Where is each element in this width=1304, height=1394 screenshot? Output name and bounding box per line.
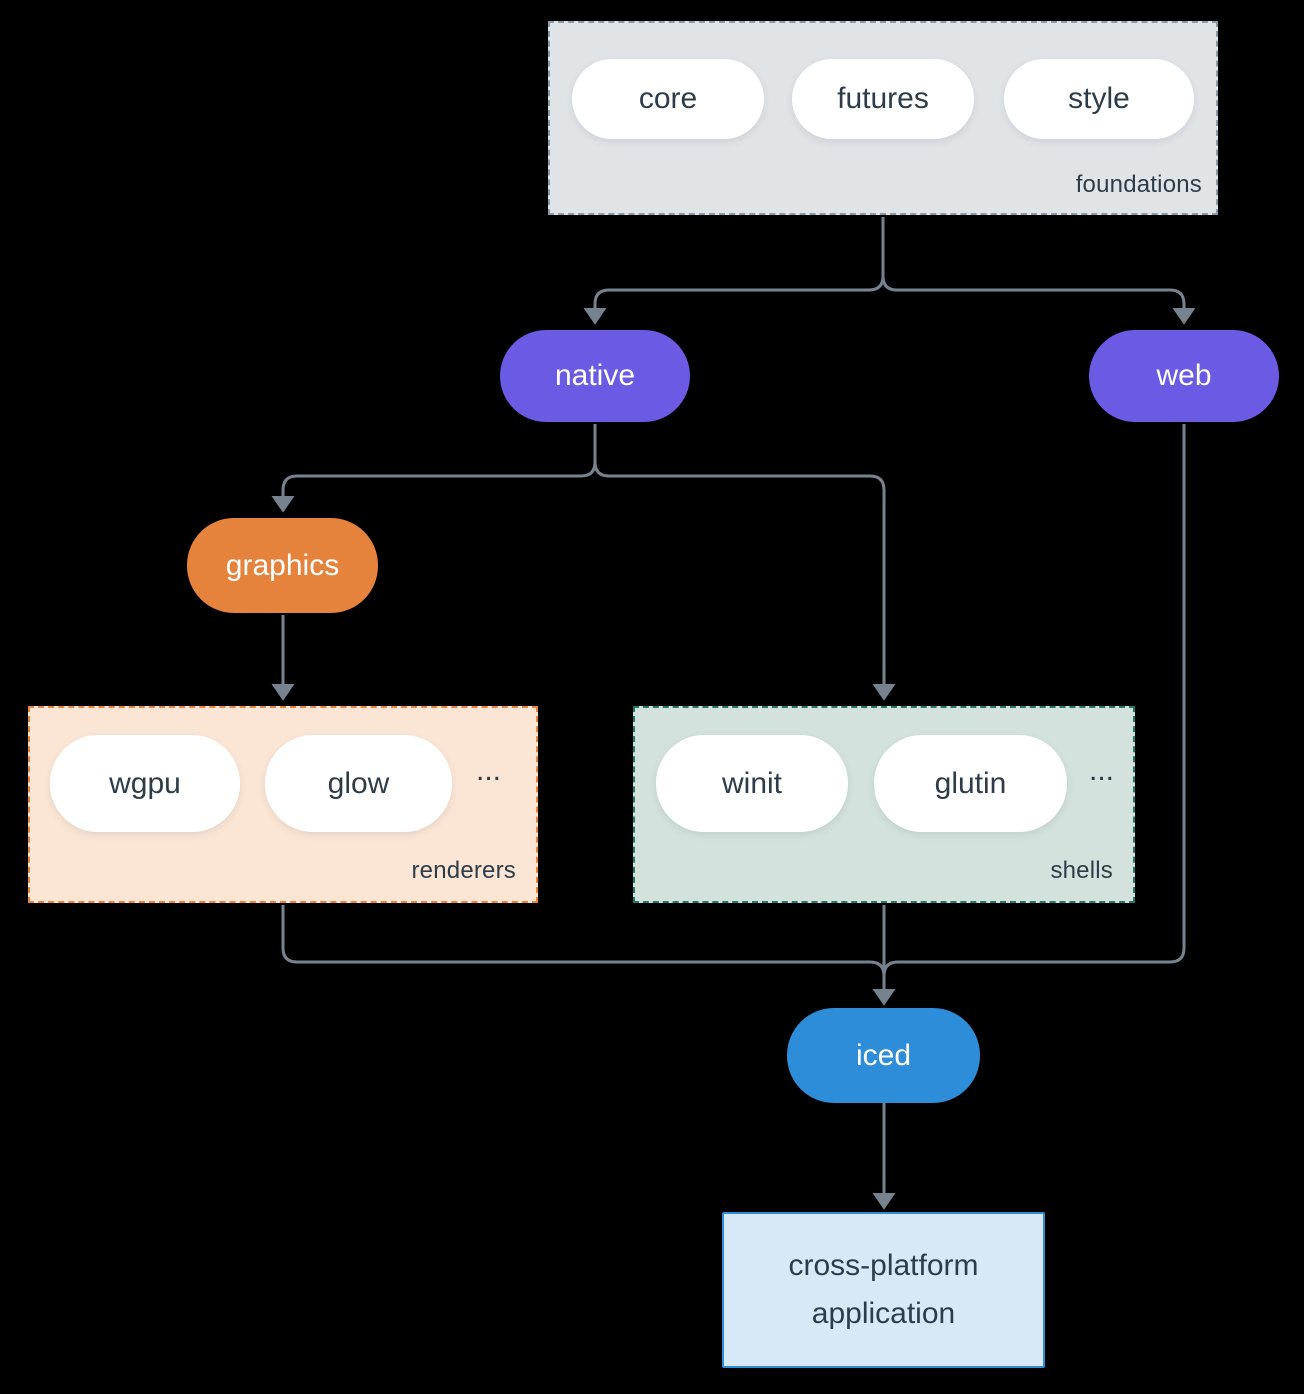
shells-group: winit glutin ... shells	[633, 706, 1135, 903]
edge-native-graphics	[271, 461, 597, 513]
edge-foundations-native	[583, 275, 885, 325]
application-label-line1: cross-platform	[788, 1249, 979, 1282]
pill-wgpu: wgpu	[50, 735, 240, 832]
node-iced: iced	[787, 1008, 980, 1103]
pill-glow-label: glow	[327, 766, 390, 800]
renderers-group-label: renderers	[411, 857, 516, 884]
pill-style-label: style	[1068, 82, 1130, 115]
node-iced-label: iced	[855, 1038, 912, 1072]
node-graphics-label: graphics	[225, 548, 340, 582]
application-box: cross-platform application	[722, 1212, 1045, 1368]
pill-wgpu-label: wgpu	[109, 766, 181, 800]
node-graphics: graphics	[187, 518, 378, 613]
pill-glutin: glutin	[874, 735, 1067, 832]
node-web-label: web	[1156, 359, 1212, 392]
shells-group-label: shells	[1050, 857, 1113, 884]
node-web: web	[1089, 330, 1279, 422]
renderers-ellipsis: ...	[476, 754, 502, 787]
pill-glutin-label: glutin	[934, 766, 1007, 800]
node-native: native	[500, 330, 690, 422]
pill-winit-label: winit	[721, 766, 782, 800]
shells-ellipsis: ...	[1089, 754, 1115, 787]
renderers-group: wgpu glow ... renderers	[28, 706, 538, 903]
edge-renderers-merge	[281, 905, 886, 977]
pill-winit: winit	[656, 735, 848, 832]
foundations-group-label: foundations	[1075, 171, 1202, 198]
foundations-group: core futures style foundations	[548, 21, 1218, 215]
application-label-line2: application	[811, 1297, 956, 1330]
edge-web-merge	[882, 424, 1186, 977]
pill-core-label: core	[638, 82, 698, 115]
pill-futures: futures	[792, 59, 974, 139]
pill-glow: glow	[265, 735, 452, 832]
node-native-label: native	[554, 359, 636, 392]
edge-native-shells	[593, 461, 896, 701]
pill-style: style	[1004, 59, 1194, 139]
edge-foundations-web	[881, 275, 1196, 325]
pill-core: core	[572, 59, 764, 139]
pill-futures-label: futures	[837, 82, 929, 115]
